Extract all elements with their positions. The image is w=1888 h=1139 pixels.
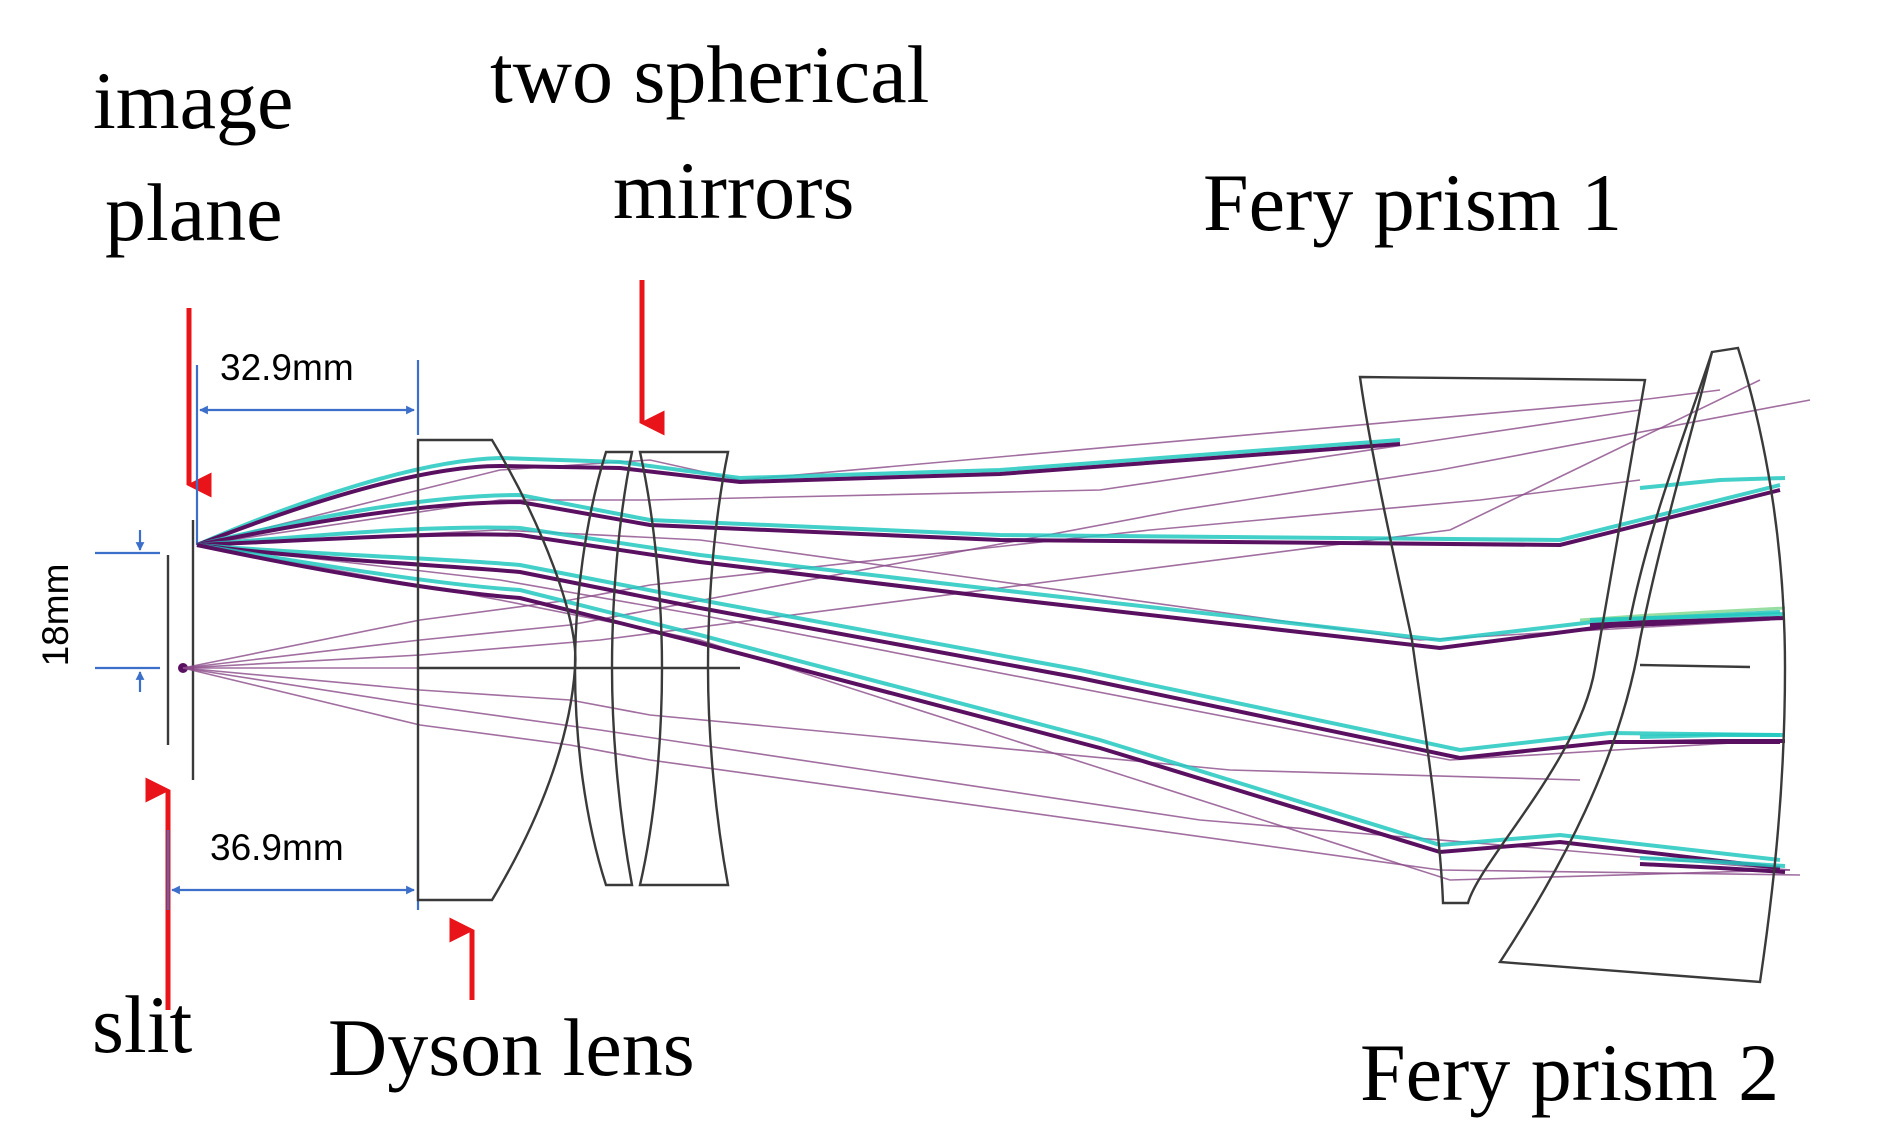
ray-bundle bbox=[182, 379, 1811, 881]
fery-prism-1-label: Fery prism 1 bbox=[1203, 157, 1622, 248]
spherical-mirrors-label-line1: two spherical bbox=[490, 29, 929, 120]
dimension-height-value: 18mm bbox=[35, 564, 76, 667]
dimension-height: 18mm bbox=[35, 530, 160, 692]
fery-prism-1 bbox=[1358, 375, 1647, 905]
image-plane-label-line1: image bbox=[93, 55, 293, 146]
image-plane-label-line2: plane bbox=[105, 167, 283, 258]
fery-prism-2 bbox=[1497, 346, 1787, 984]
image-plane-label: image plane bbox=[93, 55, 293, 258]
dimension-top-value: 32.9mm bbox=[220, 347, 354, 388]
spherical-mirrors-label-line2: mirrors bbox=[613, 145, 854, 236]
dimension-bottom: 36.9mm bbox=[166, 827, 420, 910]
dimension-top: 32.9mm bbox=[195, 347, 420, 545]
spherical-mirrors-label: two spherical mirrors bbox=[490, 29, 929, 236]
dimension-bottom-value: 36.9mm bbox=[210, 827, 344, 868]
dyson-lens bbox=[416, 438, 740, 902]
slit-label: slit bbox=[92, 979, 192, 1070]
fery-prism-2-label: Fery prism 2 bbox=[1360, 1027, 1779, 1118]
spherical-mirrors bbox=[573, 450, 730, 887]
dyson-lens-label: Dyson lens bbox=[328, 1002, 695, 1093]
